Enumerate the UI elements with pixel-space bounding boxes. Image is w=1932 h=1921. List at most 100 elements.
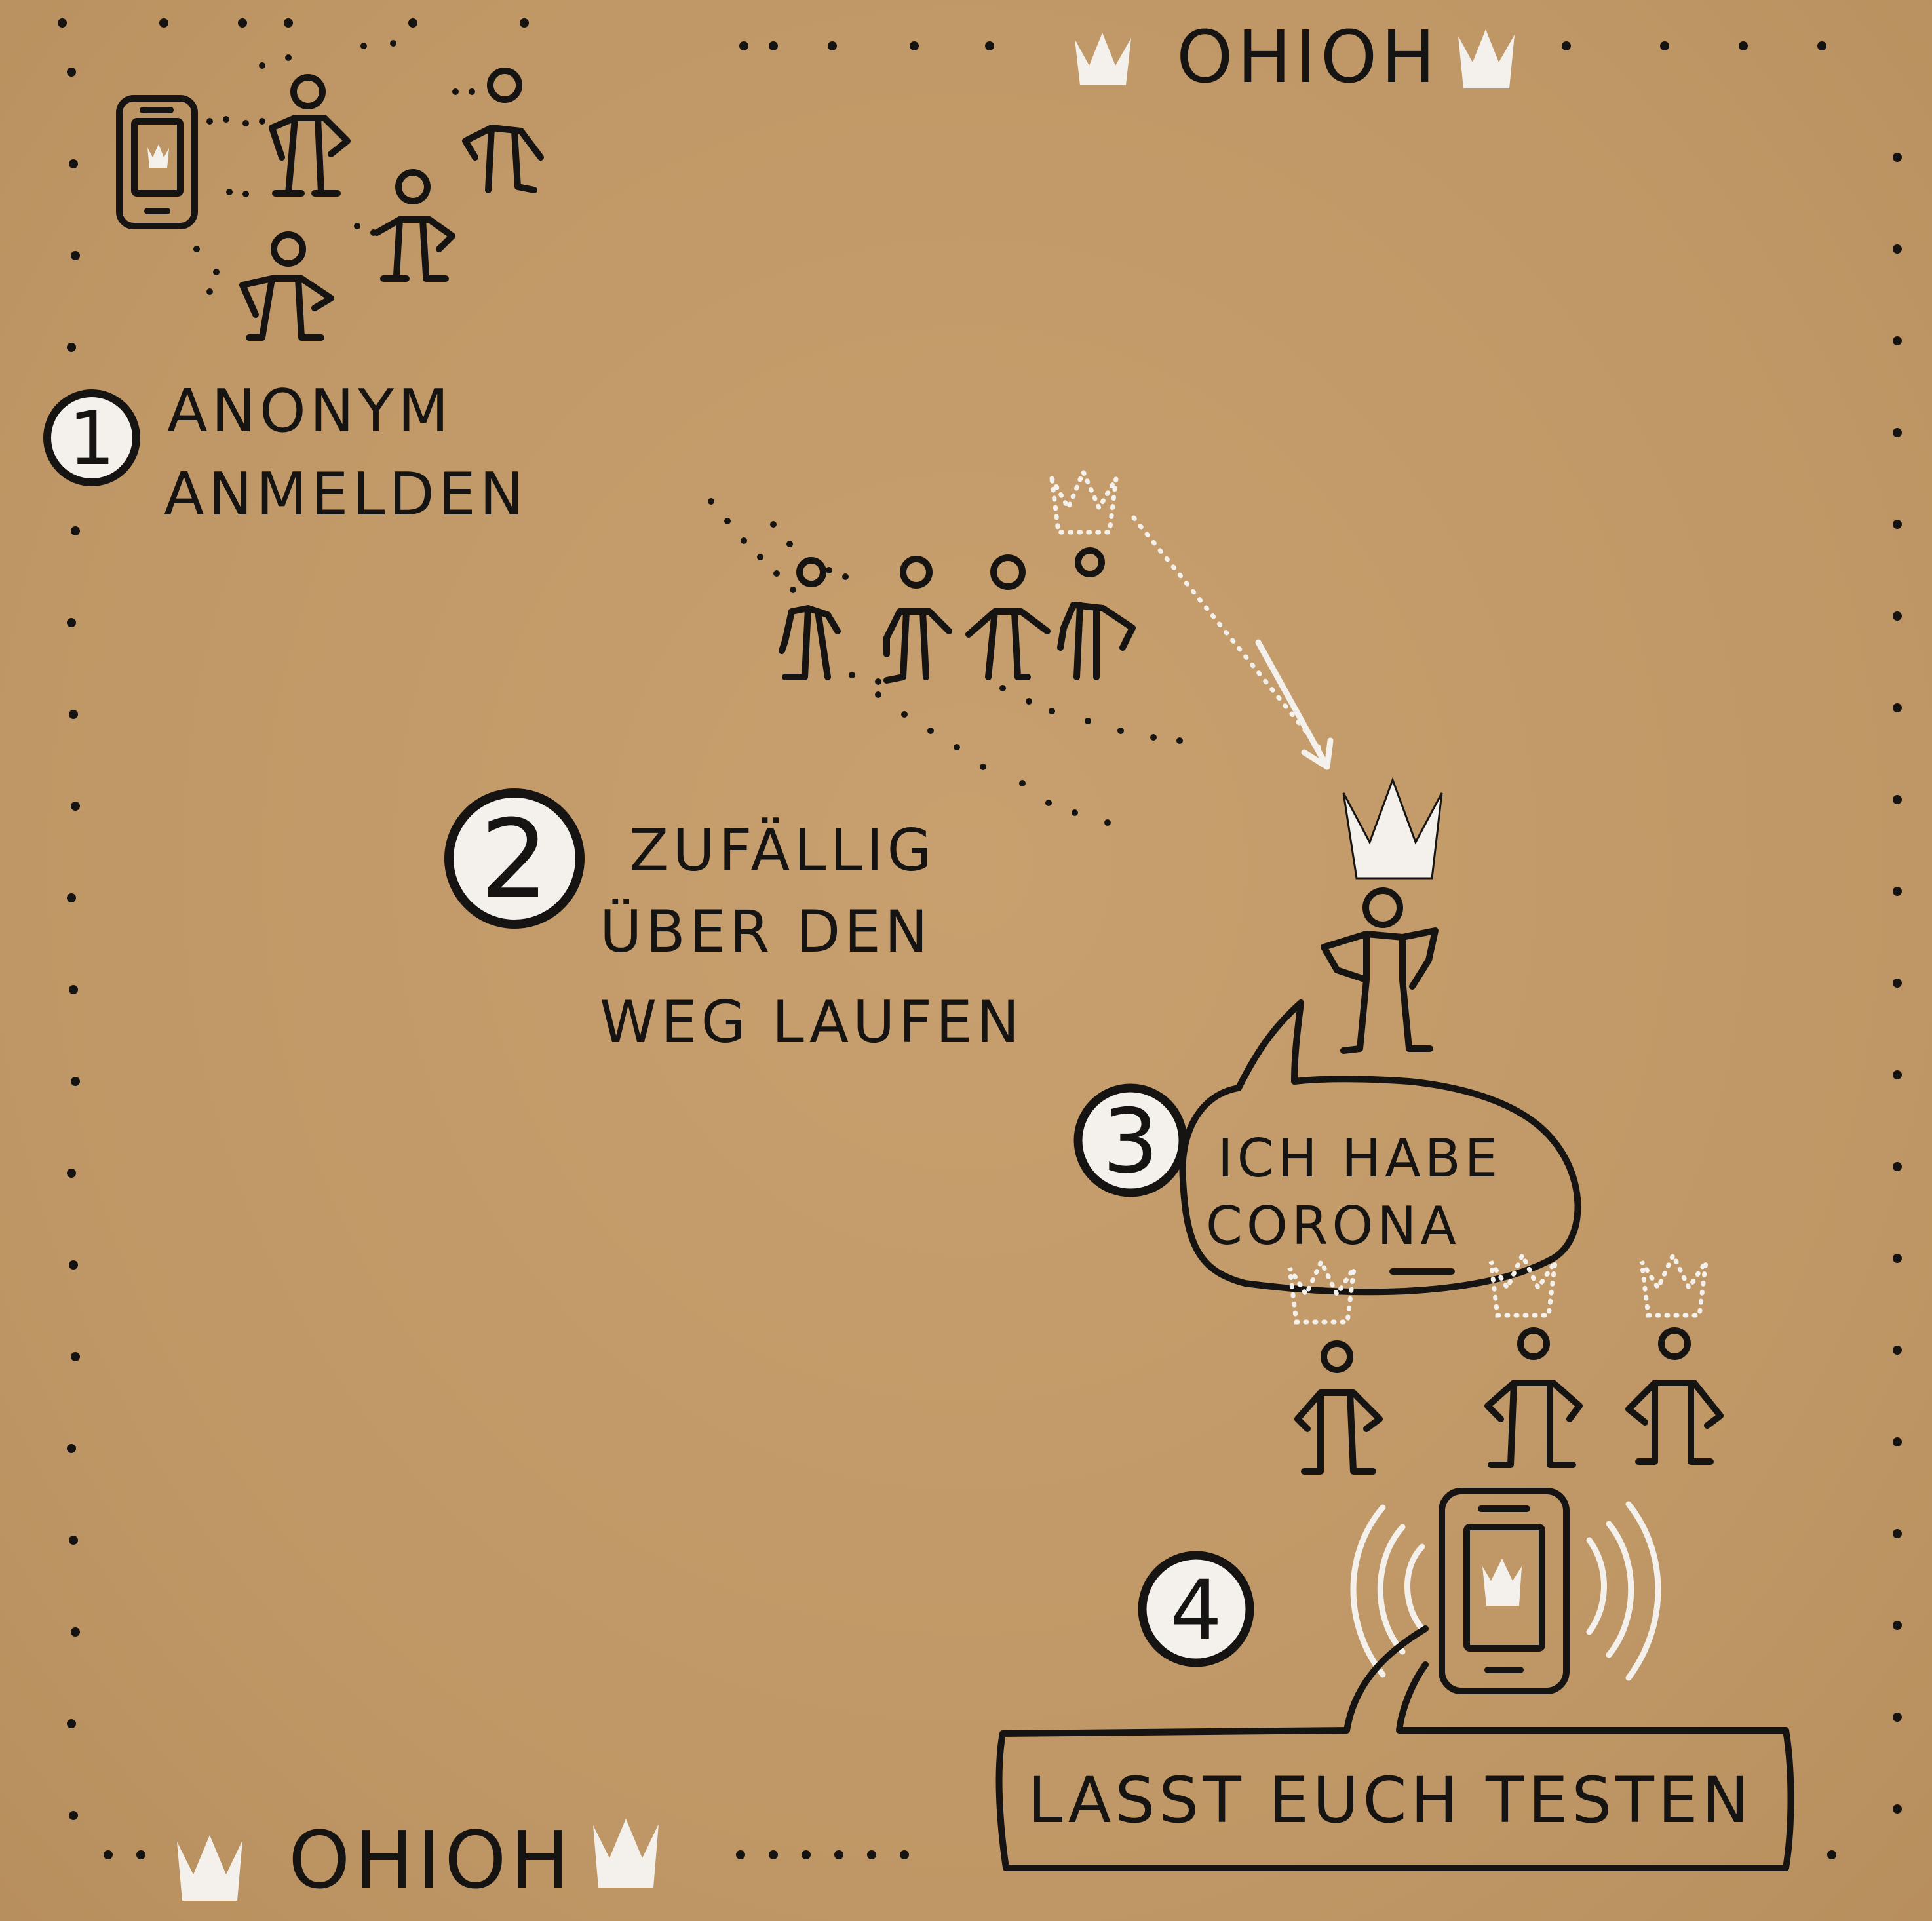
border-dot: [985, 41, 994, 50]
border-dot: [67, 618, 76, 627]
border-dot: [1893, 979, 1902, 988]
crown-icon: [1052, 472, 1116, 532]
border-dot: [834, 1850, 843, 1859]
step2-line1: ZUFÄLLIG: [629, 817, 936, 884]
border-dot: [1893, 795, 1902, 804]
crown-icon: [1458, 29, 1515, 88]
border-dot: [1827, 1850, 1836, 1859]
phone-icon: [119, 98, 195, 226]
border-dot: [1893, 336, 1902, 345]
step3-line1: ICH HABE: [1218, 1128, 1501, 1189]
border-dot: [71, 526, 80, 535]
step3-number: 3: [1102, 1090, 1159, 1193]
step2-line3: WEG LAUFEN: [600, 988, 1023, 1056]
border-dot: [769, 41, 778, 50]
top-brand: OHIOH: [1075, 15, 1515, 99]
step2-illustration: [708, 472, 1330, 826]
step1-line1: ANONYM: [167, 377, 453, 446]
border-dot: [71, 1352, 80, 1361]
bottom-brand: OHIOH: [177, 1815, 659, 1907]
crown-icon: [1642, 1255, 1706, 1315]
border-dot: [736, 1850, 745, 1859]
person-icon: [887, 559, 949, 680]
border-dot: [1893, 153, 1902, 162]
person-icon: [1298, 1344, 1380, 1471]
border-dot: [408, 18, 417, 28]
border-dot: [1893, 428, 1902, 437]
border-dot: [1893, 887, 1902, 896]
border-dot: [900, 1850, 909, 1859]
border-dot: [136, 1850, 145, 1859]
step2-number: 2: [480, 796, 549, 922]
border-dot: [1893, 1437, 1902, 1446]
border-dot: [71, 1627, 80, 1637]
step4-badge: 4: [1142, 1555, 1250, 1663]
border-dot: [69, 159, 78, 168]
connection-dots: [193, 40, 475, 295]
border-dot: [238, 18, 247, 28]
border-dot: [67, 1444, 76, 1453]
step4-line1: LASST EUCH TESTEN: [1028, 1764, 1752, 1837]
border-dot: [1893, 520, 1902, 529]
border-dot: [69, 1536, 78, 1545]
border-dot: [1893, 1713, 1902, 1722]
border-dot: [71, 1077, 80, 1086]
person-icon: [272, 77, 347, 193]
border-dot: [828, 41, 837, 50]
step2-badge: 2: [449, 793, 580, 924]
bottom-brand-label: OHIOH: [288, 1815, 573, 1907]
crown-icon: [593, 1819, 659, 1888]
step2-line2: ÜBER DEN: [600, 898, 932, 965]
step1-illustration: [119, 40, 541, 338]
border-dot: [739, 41, 748, 50]
person-icon: [242, 235, 331, 338]
person-icon: [465, 71, 541, 190]
border-dot: [69, 710, 78, 719]
border-dot: [71, 251, 80, 260]
border-dot: [1893, 611, 1902, 621]
border-dot: [1739, 41, 1748, 50]
border-dot: [1893, 1162, 1902, 1171]
border-dot: [67, 1169, 76, 1178]
border-dot: [520, 18, 529, 28]
border-dot: [284, 18, 293, 28]
border-dot: [69, 985, 78, 994]
border-dot: [1893, 1621, 1902, 1630]
border-dot: [1817, 41, 1826, 50]
border-dot: [67, 893, 76, 902]
border-dot: [1562, 41, 1571, 50]
border-dot: [1893, 1070, 1902, 1079]
border-dot: [1893, 1529, 1902, 1538]
border-dot: [867, 1850, 876, 1859]
border-dot: [67, 1719, 76, 1728]
border-dot: [71, 802, 80, 811]
person-icon: [1629, 1330, 1720, 1462]
step4-number: 4: [1170, 1563, 1222, 1658]
border-dot: [1893, 1254, 1902, 1263]
border-dot: [1893, 244, 1902, 254]
person-icon: [969, 558, 1047, 677]
border-dot: [1660, 41, 1669, 50]
person-icon: [782, 560, 838, 677]
person-icon: [1488, 1330, 1579, 1465]
step3-line2: CORONA: [1206, 1195, 1460, 1256]
person-icon: [1324, 891, 1435, 1051]
step1-line2: ANMELDEN: [164, 460, 528, 529]
crown-icon: [177, 1835, 242, 1901]
path-dots: [708, 498, 1183, 826]
border-dot: [69, 1260, 78, 1270]
border-dot: [802, 1850, 811, 1859]
arrow-icon: [1134, 518, 1330, 767]
top-brand-label: OHIOH: [1176, 15, 1439, 99]
crown-icon: [1343, 780, 1442, 878]
crown-icon: [1075, 33, 1131, 85]
step1-number: 1: [68, 397, 115, 482]
dotted-border: [58, 18, 1902, 1859]
border-dot: [1893, 1346, 1902, 1355]
step3-badge: 3: [1078, 1088, 1183, 1193]
border-dot: [69, 1811, 78, 1820]
border-dot: [104, 1850, 113, 1859]
border-dot: [910, 41, 919, 50]
phone-icon: [1442, 1491, 1566, 1691]
